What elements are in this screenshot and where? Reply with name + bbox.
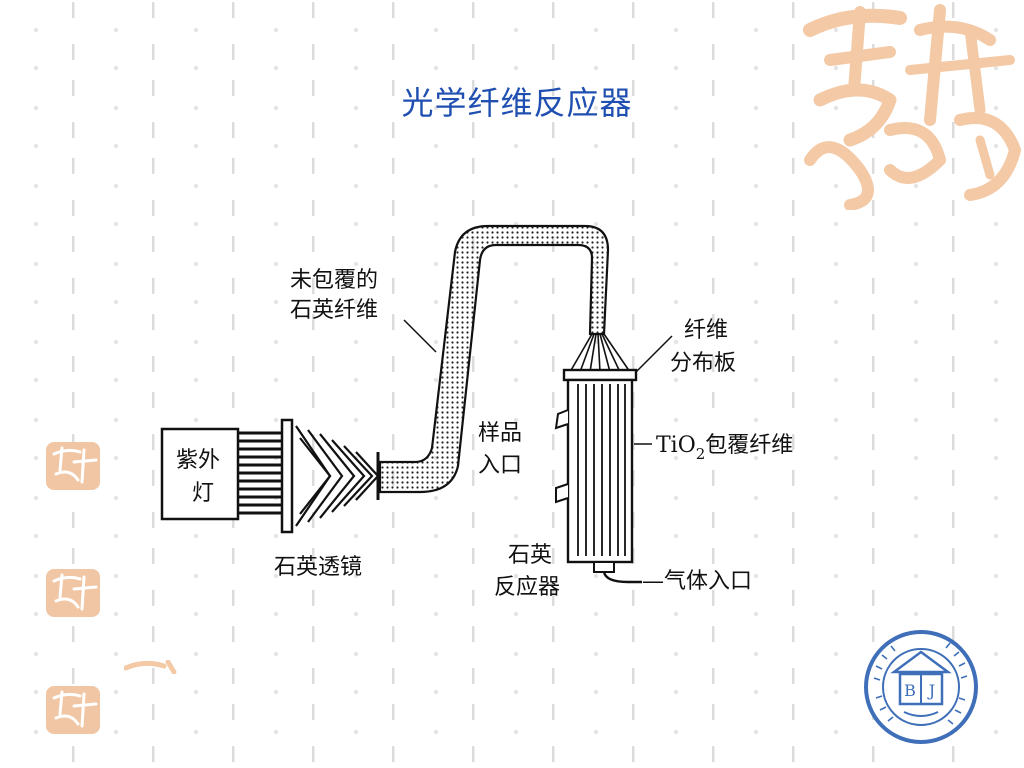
calligraphy-decoration-icon (46, 442, 100, 490)
label-fiber-plate-line2: 分布板 (670, 351, 736, 376)
uncoated-quartz-fiber (378, 224, 610, 494)
seal-letter-b: B (904, 681, 916, 700)
calligraphy-decoration-icon (124, 660, 177, 674)
seal-letter-j: J (927, 681, 935, 700)
calligraphy-decoration-icon (803, 4, 1021, 210)
label-quartz-reactor-line1: 石英 (508, 543, 552, 568)
label-quartz-lens: 石英透镜 (274, 555, 362, 580)
uv-lamp (160, 427, 282, 521)
light-beam (295, 425, 380, 527)
label-uv-lamp-line2: 灯 (192, 481, 214, 506)
label-fiber-plate-line1: 纤维 (684, 318, 728, 343)
label-sample-inlet-line2: 入口 (478, 453, 522, 478)
label-uncoated-fiber-line2: 石英纤维 (290, 298, 378, 323)
calligraphy-decoration-icon (46, 686, 100, 734)
label-uncoated-fiber-line1: 未包覆的 (290, 268, 378, 293)
fiber-distribution-plate (562, 333, 638, 382)
quartz-reactor (554, 378, 642, 584)
label-uv-lamp-line1: 紫外 (176, 448, 220, 473)
label-quartz-reactor-line2: 反应器 (494, 575, 560, 600)
slide-title: 光学纤维反应器 (401, 84, 633, 122)
label-tio2-coated-fiber: TiO2包覆纤维 (656, 433, 793, 463)
calligraphy-decoration-icon (46, 569, 100, 617)
label-gas-inlet: —气体入口 (642, 569, 752, 594)
quartz-lens (280, 418, 294, 534)
institute-seal-icon: B J (864, 630, 978, 744)
label-sample-inlet-line1: 样品 (478, 421, 522, 446)
